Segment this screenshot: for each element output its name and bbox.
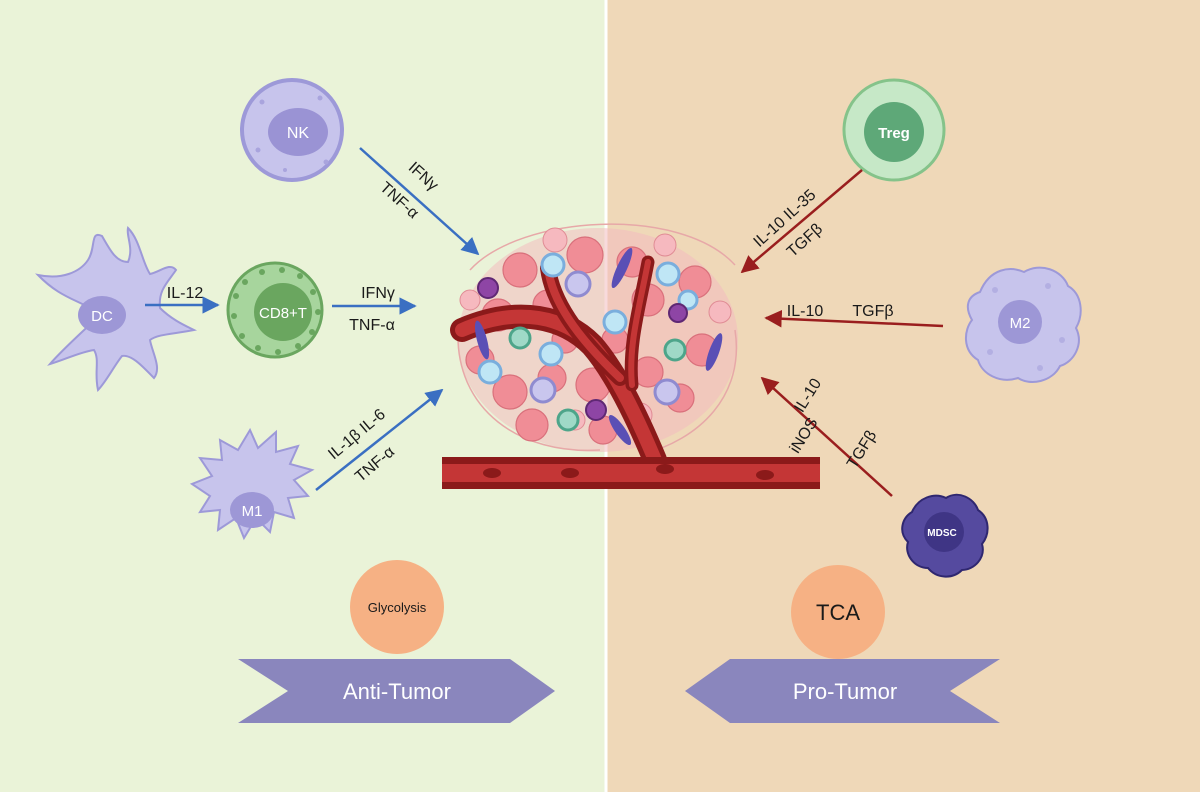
cd8-signal-1: IFNγ xyxy=(361,285,395,302)
anti-tumor-banner: Anti-Tumor xyxy=(238,659,555,723)
treg-arrow xyxy=(740,169,863,274)
tca-label: TCA xyxy=(816,600,860,625)
treg-cell: Treg xyxy=(842,78,946,182)
pro-tumor-label: Pro-Tumor xyxy=(793,679,897,704)
nk-label: NK xyxy=(287,125,310,142)
nk-cell: NK xyxy=(240,78,344,182)
cd8-signal-2: TNF-α xyxy=(349,317,395,334)
tca-circle: TCA xyxy=(791,565,885,659)
mdsc-label: MDSC xyxy=(927,528,956,539)
pro-tumor-banner: Pro-Tumor xyxy=(685,659,1000,723)
treg-label: Treg xyxy=(878,125,910,142)
nk-arrow xyxy=(359,147,480,256)
m2-cell: M2 xyxy=(965,266,1082,383)
m1-cell: M1 xyxy=(189,427,315,541)
dc-cell: DC xyxy=(35,226,198,392)
mdsc-cell: MDSC xyxy=(901,493,989,578)
cd8-label: CD8+T xyxy=(259,305,307,322)
immune-cells-in-tumor xyxy=(474,247,723,446)
anti-tumor-label: Anti-Tumor xyxy=(343,679,451,704)
m2-signal-2: TGFβ xyxy=(852,303,893,320)
m2-signal-1: IL-10 xyxy=(787,303,824,320)
m1-label: M1 xyxy=(242,503,263,520)
blood-vessel xyxy=(442,255,820,489)
glycolysis-circle: Glycolysis xyxy=(350,560,444,654)
cd8-t-cell: CD8+T xyxy=(226,261,324,359)
mdsc-arrow xyxy=(760,376,893,497)
m2-arrow xyxy=(764,309,944,328)
glycolysis-label: Glycolysis xyxy=(368,600,427,615)
dc-signal: IL-12 xyxy=(167,285,204,302)
m2-label: M2 xyxy=(1010,315,1031,332)
m1-arrow xyxy=(315,388,444,491)
dc-label: DC xyxy=(91,308,113,325)
